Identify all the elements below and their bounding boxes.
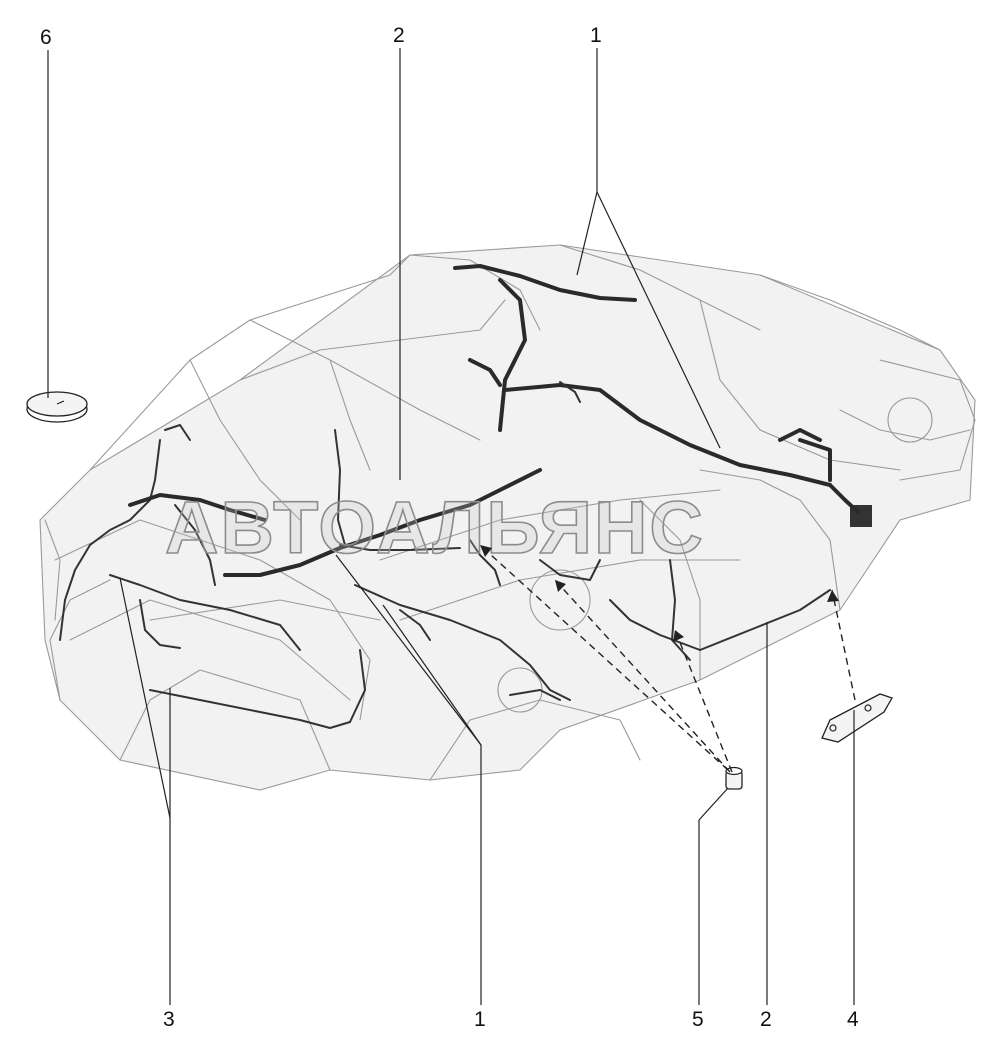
callout-1-bottom: 1 xyxy=(474,1008,486,1031)
callout-4: 4 xyxy=(847,1008,859,1031)
leader-lines xyxy=(47,48,855,1005)
callout-2-top: 2 xyxy=(393,24,405,47)
part-6-grommet xyxy=(26,391,88,423)
assembly-arrows xyxy=(479,544,856,773)
harness-1-floor xyxy=(354,584,571,701)
callout-1-top: 1 xyxy=(590,24,602,47)
callout-2-bottom: 2 xyxy=(760,1008,772,1031)
car-body-outline xyxy=(39,244,976,791)
harness-1-roof xyxy=(453,264,872,527)
callout-6: 6 xyxy=(40,26,52,49)
part-5-clip xyxy=(725,766,743,790)
part-4-bracket xyxy=(821,693,893,743)
callout-5: 5 xyxy=(692,1008,704,1031)
callout-3: 3 xyxy=(163,1008,175,1031)
harness-2-floor xyxy=(223,429,831,661)
harness-3-front xyxy=(59,424,366,729)
watermark-text: АВТОАЛЬЯНС xyxy=(165,486,705,569)
